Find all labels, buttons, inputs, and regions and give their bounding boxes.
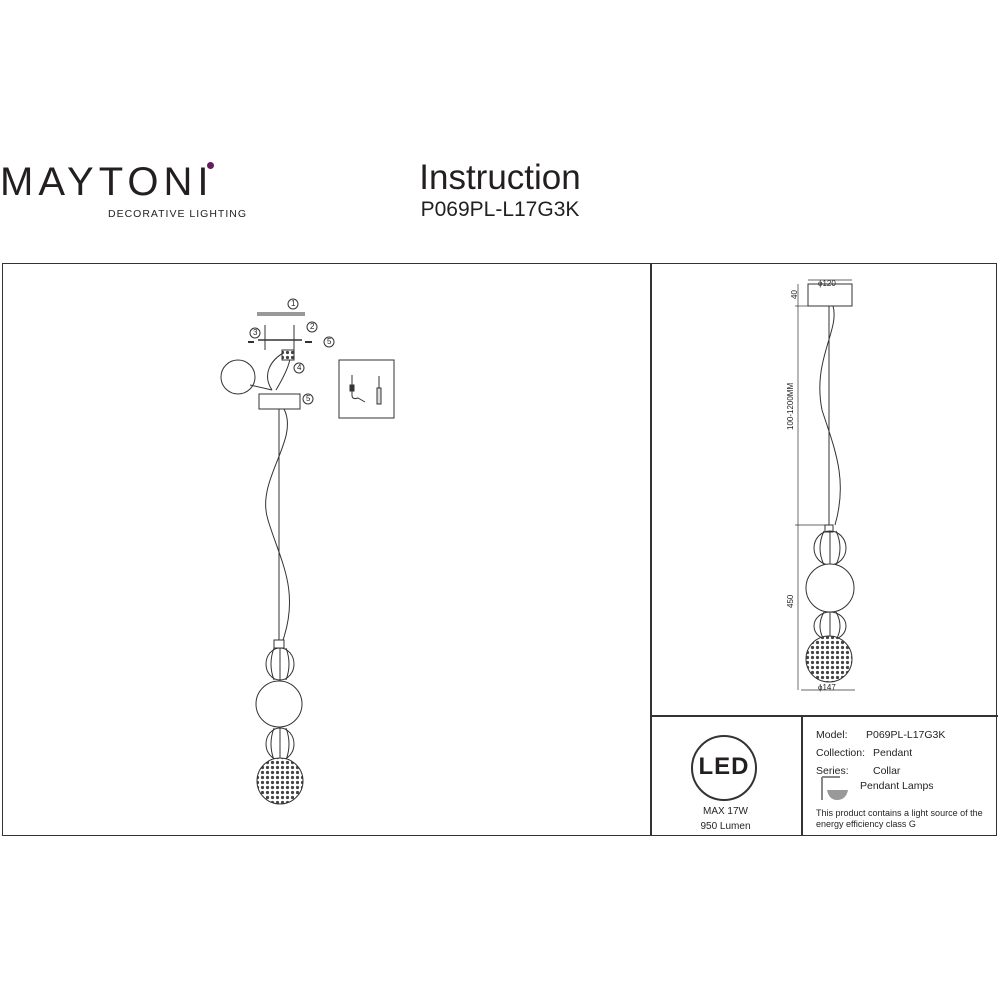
- lamp-type: Pendant Lamps: [860, 780, 934, 792]
- model-number: P069PL-L17G3K: [420, 198, 580, 221]
- series-label: Series:: [816, 765, 849, 777]
- dim-shade-height: 450: [786, 594, 795, 608]
- divider: [650, 715, 998, 717]
- dim-cable-length: 100-1200MM: [786, 382, 795, 430]
- logo-dot: [207, 162, 214, 169]
- dim-canopy-diameter: ϕ120: [818, 279, 836, 288]
- instruction-frame: [2, 263, 997, 836]
- model-label: Model:: [816, 729, 848, 741]
- led-badge: LED: [698, 753, 750, 780]
- callout-3: 3: [253, 328, 258, 337]
- divider: [801, 715, 803, 836]
- max-power: MAX 17W: [702, 806, 748, 817]
- ceiling: [257, 312, 305, 316]
- brand-tagline: DECORATIVE LIGHTING: [108, 208, 247, 220]
- brand-logo: MAYTONI: [0, 160, 214, 204]
- callout-4: 4: [297, 363, 302, 372]
- lumen: 950 Lumen: [700, 821, 751, 832]
- series-value: Collar: [873, 765, 901, 777]
- collection-value: Pendant: [873, 747, 913, 759]
- dim-canopy-height: 40: [790, 290, 799, 299]
- divider: [650, 263, 652, 836]
- callout-1: 1: [291, 299, 296, 308]
- callout-5: 5: [306, 394, 311, 403]
- page-title: Instruction: [419, 158, 581, 197]
- energy-note: This product contains a light source of …: [816, 808, 983, 829]
- dim-shade-diameter: ϕ147: [818, 683, 836, 692]
- callout-2: 2: [310, 322, 315, 331]
- callout-5: 5: [327, 337, 332, 346]
- model-value: P069PL-L17G3K: [866, 729, 946, 741]
- collection-label: Collection:: [816, 747, 866, 759]
